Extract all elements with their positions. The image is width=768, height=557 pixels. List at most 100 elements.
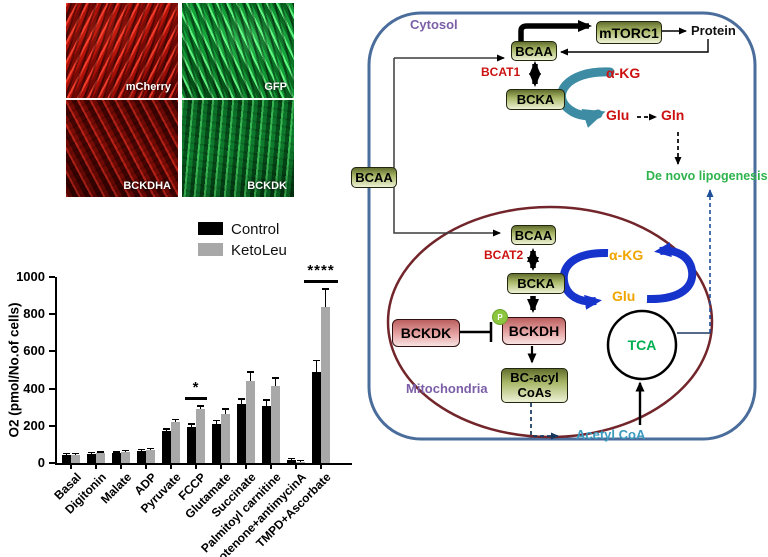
bar-control-4 (162, 431, 171, 463)
bar-ketoleu-5 (196, 409, 205, 463)
legend-swatch (198, 222, 223, 235)
micrograph-label: GFP (264, 81, 287, 93)
error-bar-cap (72, 452, 79, 454)
legend-label: Control (231, 221, 280, 238)
alpha-kg-mito-label: α-KG (609, 247, 644, 263)
micrograph-label: BCKDK (247, 180, 287, 192)
protein-label: Protein (691, 23, 736, 38)
error-bar (99, 452, 102, 454)
mitochondria-membrane (386, 205, 714, 439)
bar-control-2 (112, 453, 121, 463)
bcat2-label: BCAT2 (484, 248, 524, 262)
node-bcaa-mitochondria: BCAA (511, 225, 556, 245)
node-bc-acyl-coas: BC-acyl CoAs (501, 368, 568, 403)
error-bar (224, 409, 227, 415)
y-tick (49, 350, 55, 353)
y-tick (49, 313, 55, 316)
alpha-kg-cytosol-label: α-KG (606, 65, 641, 81)
error-bar (199, 406, 202, 410)
arrow-cycle-akg-glu (559, 248, 609, 310)
error-bar-cap (263, 399, 270, 401)
error-bar (215, 420, 218, 424)
error-bar-cap (63, 452, 70, 454)
error-bar (249, 372, 252, 382)
acetyl-coa-label: Acetyl CoA (576, 427, 646, 442)
bar-control-9 (287, 459, 296, 463)
micrograph-bckdha: BCKDHA (66, 100, 178, 197)
error-bar (149, 448, 152, 450)
significance-stars: **** (307, 262, 335, 280)
error-bar-cap (222, 408, 229, 410)
error-bar-cap (247, 371, 254, 373)
glu-mito-label: Glu (612, 288, 636, 304)
error-bar (140, 449, 143, 451)
cytosol-label: Cytosol (410, 17, 458, 32)
mitochondria-label: Mitochondria (406, 381, 488, 396)
node-bcaa-membrane-transporter: BCAA (351, 167, 397, 188)
error-bar-cap (213, 419, 220, 422)
error-bar-cap (297, 459, 304, 462)
y-tick (49, 462, 55, 464)
node-mtorc1: mTORC1 (596, 21, 662, 44)
error-bar-cap (88, 451, 95, 454)
error-bar-cap (147, 447, 154, 450)
bar-control-1 (87, 453, 96, 463)
bar-control-10 (312, 371, 321, 463)
bar-ketoleu-1 (96, 453, 105, 463)
x-tick (270, 465, 272, 469)
node-bckdh: BCKDH (502, 317, 566, 345)
arrow-cycle-glu-akg (646, 242, 697, 304)
micrograph-bckdk: BCKDK (182, 100, 294, 197)
bar-ketoleu-6 (221, 414, 230, 463)
error-bar (240, 399, 243, 405)
bcat1-label: BCAT1 (481, 65, 521, 79)
legend-swatch (198, 243, 223, 256)
error-bar-cap (163, 428, 170, 430)
phosphorylation-badge: P (492, 309, 508, 325)
x-tick (145, 465, 147, 469)
error-bar (174, 419, 177, 423)
arrow-protein-bcaa-feedback (560, 39, 709, 56)
micrograph-label: mCherry (125, 81, 171, 93)
x-tick (70, 465, 72, 469)
node-bcka-mitochondria: BCKA (507, 273, 565, 294)
y-tick-label: 200 (23, 417, 45, 433)
bar-control-3 (137, 450, 146, 463)
micrograph-mcherry: mCherry (66, 3, 178, 98)
error-bar (315, 360, 318, 372)
error-bar (190, 424, 193, 427)
y-tick (49, 387, 55, 390)
inhibition-bckdk-bckdh (459, 322, 493, 342)
micrograph-label: BCKDHA (123, 180, 171, 192)
error-bar-cap (313, 359, 320, 362)
error-bar-cap (188, 423, 195, 425)
significance-line (185, 397, 207, 400)
bar-ketoleu-8 (271, 385, 280, 463)
error-bar-cap (288, 457, 295, 460)
error-bar-cap (138, 448, 145, 451)
error-bar (124, 450, 127, 452)
significance-line (304, 280, 338, 283)
error-bar-cap (172, 418, 179, 421)
bar-ketoleu-2 (121, 451, 130, 463)
error-bar-cap (322, 288, 329, 290)
x-tick (245, 465, 247, 469)
bar-control-0 (62, 454, 71, 463)
bar-ketoleu-4 (171, 422, 180, 463)
cell-membrane (367, 11, 757, 441)
legend-label: KetoLeu (231, 242, 287, 259)
node-bcka-cytosol: BCKA (506, 89, 565, 110)
error-bar (265, 400, 268, 407)
error-bar (65, 453, 68, 455)
bar-control-8 (262, 406, 271, 463)
arrow-bcacyl-acetylcoa (530, 403, 559, 440)
error-bar-cap (122, 449, 129, 452)
error-bar-cap (113, 451, 120, 453)
x-tick (120, 465, 122, 469)
legend-item-control: Control (198, 221, 318, 238)
node-bcaa-cytosol: BCAA (511, 41, 557, 61)
y-tick-label: 800 (23, 306, 45, 322)
x-tick (220, 465, 222, 469)
